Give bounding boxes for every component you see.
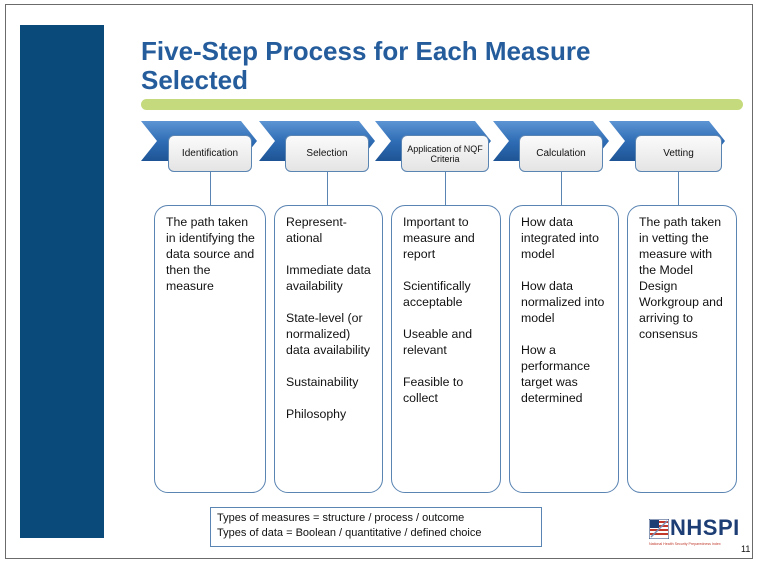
- step-label-selection: Selection: [285, 135, 369, 172]
- sidebar-accent: [20, 25, 104, 538]
- step-card-calculation: How data integrated into model How data …: [509, 205, 619, 493]
- note-line: Types of measures = structure / process …: [217, 512, 465, 524]
- step-label-identification: Identification: [168, 135, 252, 172]
- step-connector-4: [561, 172, 562, 205]
- step-label-application: Application of NQF Criteria: [401, 135, 489, 172]
- card-text: The path taken in identifying the data s…: [166, 215, 255, 293]
- page-title: Five-Step Process for Each Measure Selec…: [141, 36, 591, 95]
- card-text: State-level (or normalized) data availab…: [286, 311, 371, 357]
- page-number: 11: [741, 544, 751, 554]
- card-text: The path taken in vetting the measure wi…: [639, 215, 723, 341]
- card-text: Immediate data availability: [286, 263, 371, 293]
- step-connector-2: [327, 172, 328, 205]
- step-card-selection: Represent-ational Immediate data availab…: [274, 205, 383, 493]
- step-card-application: Important to measure and report Scientif…: [391, 205, 501, 493]
- card-text: Feasible to collect: [403, 375, 464, 405]
- card-text: Represent-ational: [286, 215, 347, 245]
- step-card-identification: The path taken in identifying the data s…: [154, 205, 266, 493]
- card-text: Scientifically acceptable: [403, 279, 471, 309]
- flag-icon: [649, 519, 669, 539]
- step-connector-1: [210, 172, 211, 205]
- note-line: Types of data = Boolean / quantitative /…: [217, 527, 482, 539]
- card-text: Useable and relevant: [403, 327, 473, 357]
- logo-subtitle: National Health Security Preparedness In…: [649, 542, 721, 546]
- step-connector-3: [445, 172, 446, 205]
- title-underline-bar: [141, 99, 743, 110]
- step-label-vetting: Vetting: [635, 135, 722, 172]
- step-card-vetting: The path taken in vetting the measure wi…: [627, 205, 737, 493]
- logo-wordmark: NHSPI: [670, 515, 740, 540]
- card-text: How data normalized into model: [521, 279, 605, 325]
- step-connector-5: [678, 172, 679, 205]
- card-text: Sustainability: [286, 375, 359, 389]
- nhspi-logo: NHSPI National Health Security Preparedn…: [649, 515, 745, 547]
- card-text: How data integrated into model: [521, 215, 599, 261]
- card-text: Philosophy: [286, 407, 347, 421]
- card-text: Important to measure and report: [403, 215, 475, 261]
- card-text: How a performance target was determined: [521, 343, 591, 405]
- step-label-calculation: Calculation: [519, 135, 603, 172]
- measure-types-note: Types of measures = structure / process …: [210, 507, 542, 547]
